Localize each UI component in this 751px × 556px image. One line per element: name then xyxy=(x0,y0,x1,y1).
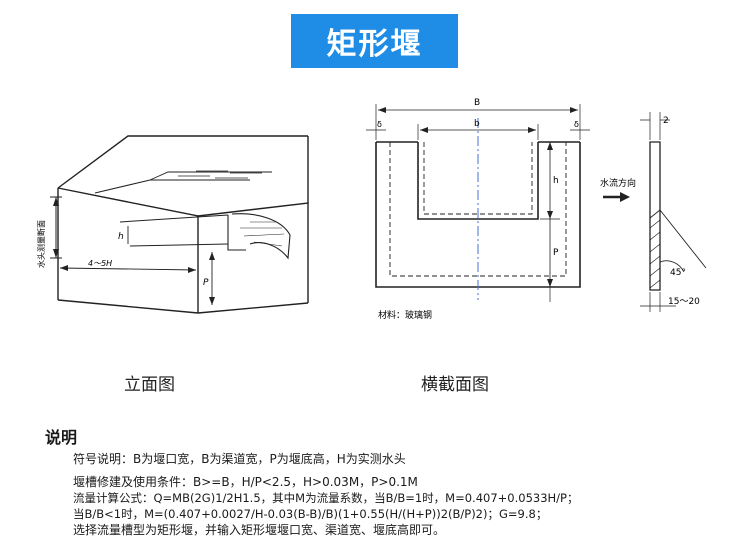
description-line: 堰槽修建及使用条件：B>=B，H/P<2.5，H>0.03M，P>0.1M xyxy=(73,475,418,489)
page-title: 矩形堰 xyxy=(326,27,423,62)
label-angle: 45° xyxy=(670,268,686,278)
description-heading: 说明 xyxy=(45,428,78,447)
label-flow-direction: 水流方向 xyxy=(600,177,636,189)
label-water-head: 水头测量断面 xyxy=(36,220,46,268)
label-range: 15～20 xyxy=(668,297,700,307)
label-delta-left: δ xyxy=(377,120,382,129)
label-thickness: 2 xyxy=(663,116,669,126)
description-line: 流量计算公式：Q=MB(2G)1/2H1.5，其中M为流量系数，当B/B=1时，… xyxy=(73,491,579,505)
label-p-elevation: P xyxy=(203,278,209,288)
flow-arrow-icon xyxy=(603,192,630,202)
caption-elevation: 立面图 xyxy=(124,375,175,395)
title-banner: 矩形堰 xyxy=(291,14,458,68)
label-p-section: P xyxy=(553,248,559,258)
caption-cross-section: 横截面图 xyxy=(421,375,489,395)
label-b: b xyxy=(474,119,480,129)
label-h-elevation: h xyxy=(118,232,124,242)
label-h-section: h xyxy=(553,176,559,186)
description-line: 当B/B<1时，M=(0.407+0.0027/H-0.03(B-B)/B)(1… xyxy=(73,507,548,521)
label-delta-right: δ xyxy=(574,120,579,129)
label-B: B xyxy=(474,98,480,108)
label-distance: 4～5H xyxy=(88,259,112,268)
description-line: 选择流量槽型为矩形堰，并输入矩形堰堰口宽、渠道宽、堰底高即可。 xyxy=(73,523,446,537)
description-line: 符号说明：B为堰口宽，B为渠道宽，P为堰底高，H为实测水头 xyxy=(73,452,406,466)
label-material: 材料：玻璃钢 xyxy=(378,309,432,321)
